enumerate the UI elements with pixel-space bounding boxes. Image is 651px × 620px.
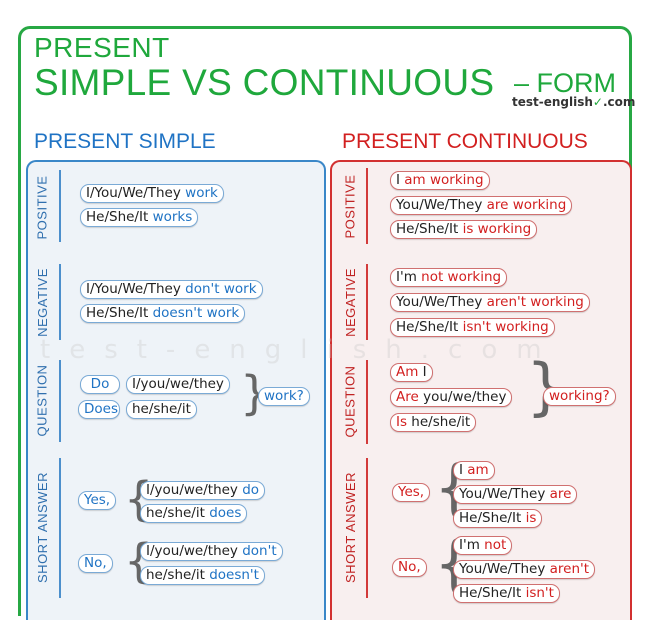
simple-short-no: No,	[78, 554, 113, 573]
continuous-short-answer-label: SHORT ANSWER	[342, 472, 358, 583]
title-line1: PRESENT	[34, 32, 170, 63]
simple-positive-label: POSITIVE	[34, 175, 50, 239]
continuous-short-no-row-2: You/We/They aren't	[453, 560, 596, 579]
continuous-negative-row-3: He/She/It isn't working	[390, 318, 555, 337]
check-icon: ✓	[592, 95, 603, 109]
continuous-short-no-row-1: I'm not	[453, 536, 513, 555]
continuous-question-row-1: Am I	[390, 363, 433, 382]
continuous-short-yes: Yes,	[392, 483, 431, 502]
watermark: test-english.com	[40, 335, 561, 365]
simple-positive-divider	[59, 170, 61, 242]
simple-negative-divider	[59, 264, 61, 340]
brand-tail: .com	[602, 95, 636, 109]
continuous-positive-divider	[366, 168, 368, 244]
continuous-question-verb: working?	[543, 387, 616, 406]
simple-short-yes-row-1: I/you/we/they do	[140, 481, 266, 500]
continuous-short-yes-row-1: I am	[453, 461, 495, 480]
title-line3: – FORM	[514, 68, 617, 98]
continuous-question-label: QUESTION	[342, 365, 358, 437]
continuous-positive-row-3: He/She/It is working	[390, 220, 538, 239]
simple-negative-label: NEGATIVE	[34, 267, 50, 337]
simple-question-divider	[59, 360, 61, 442]
continuous-question-row-3: Is he/she/it	[390, 413, 477, 432]
simple-negative-row-1: I/You/We/They don't work	[80, 280, 263, 299]
continuous-negative-row-2: You/We/They aren't working	[390, 293, 590, 312]
continuous-short-yes-row-3: He/She/It is	[453, 509, 543, 528]
simple-short-yes: Yes,	[78, 491, 117, 510]
continuous-negative-divider	[366, 264, 368, 340]
continuous-question-row-2: Are you/we/they	[390, 388, 513, 407]
simple-short-answer-divider	[59, 458, 61, 598]
simple-negative-row-2: He/She/It doesn't work	[80, 304, 246, 323]
simple-question-verb: work?	[258, 387, 310, 406]
continuous-question-divider	[366, 360, 368, 444]
continuous-short-yes-row-2: You/We/They are	[453, 485, 578, 504]
simple-short-answer-label: SHORT ANSWER	[34, 472, 50, 583]
present-continuous-title: PRESENT CONTINUOUS	[342, 130, 588, 153]
simple-positive-row-2: He/She/It works	[80, 208, 199, 227]
simple-short-yes-row-2: he/she/it does	[140, 504, 248, 523]
brand-name: test-english	[512, 95, 593, 109]
simple-question-label: QUESTION	[34, 364, 50, 436]
simple-question-aux-do: Do	[80, 375, 120, 394]
present-simple-title: PRESENT SIMPLE	[34, 130, 216, 153]
continuous-positive-row-2: You/We/They are working	[390, 196, 573, 215]
simple-positive-row-1: I/You/We/They work	[80, 184, 224, 203]
continuous-short-no-row-3: He/She/It isn't	[453, 584, 560, 603]
title-line2: SIMPLE VS CONTINUOUS	[34, 62, 495, 103]
continuous-short-no: No,	[392, 558, 427, 577]
continuous-negative-label: NEGATIVE	[342, 267, 358, 337]
continuous-question-brace-icon: }	[526, 350, 566, 423]
continuous-positive-row-1: I am working	[390, 171, 490, 190]
brand-logo: test-english✓.com	[512, 95, 635, 109]
simple-short-no-row-1: I/you/we/they don't	[140, 542, 283, 561]
simple-question-subject-2: he/she/it	[126, 400, 197, 419]
continuous-positive-label: POSITIVE	[342, 174, 358, 238]
continuous-negative-row-1: I'm not working	[390, 268, 508, 287]
simple-short-no-row-2: he/she/it doesn't	[140, 566, 265, 585]
continuous-short-answer-divider	[366, 458, 368, 598]
simple-question-subject-1: I/you/we/they	[126, 375, 230, 394]
simple-question-aux-does: Does	[78, 400, 120, 419]
